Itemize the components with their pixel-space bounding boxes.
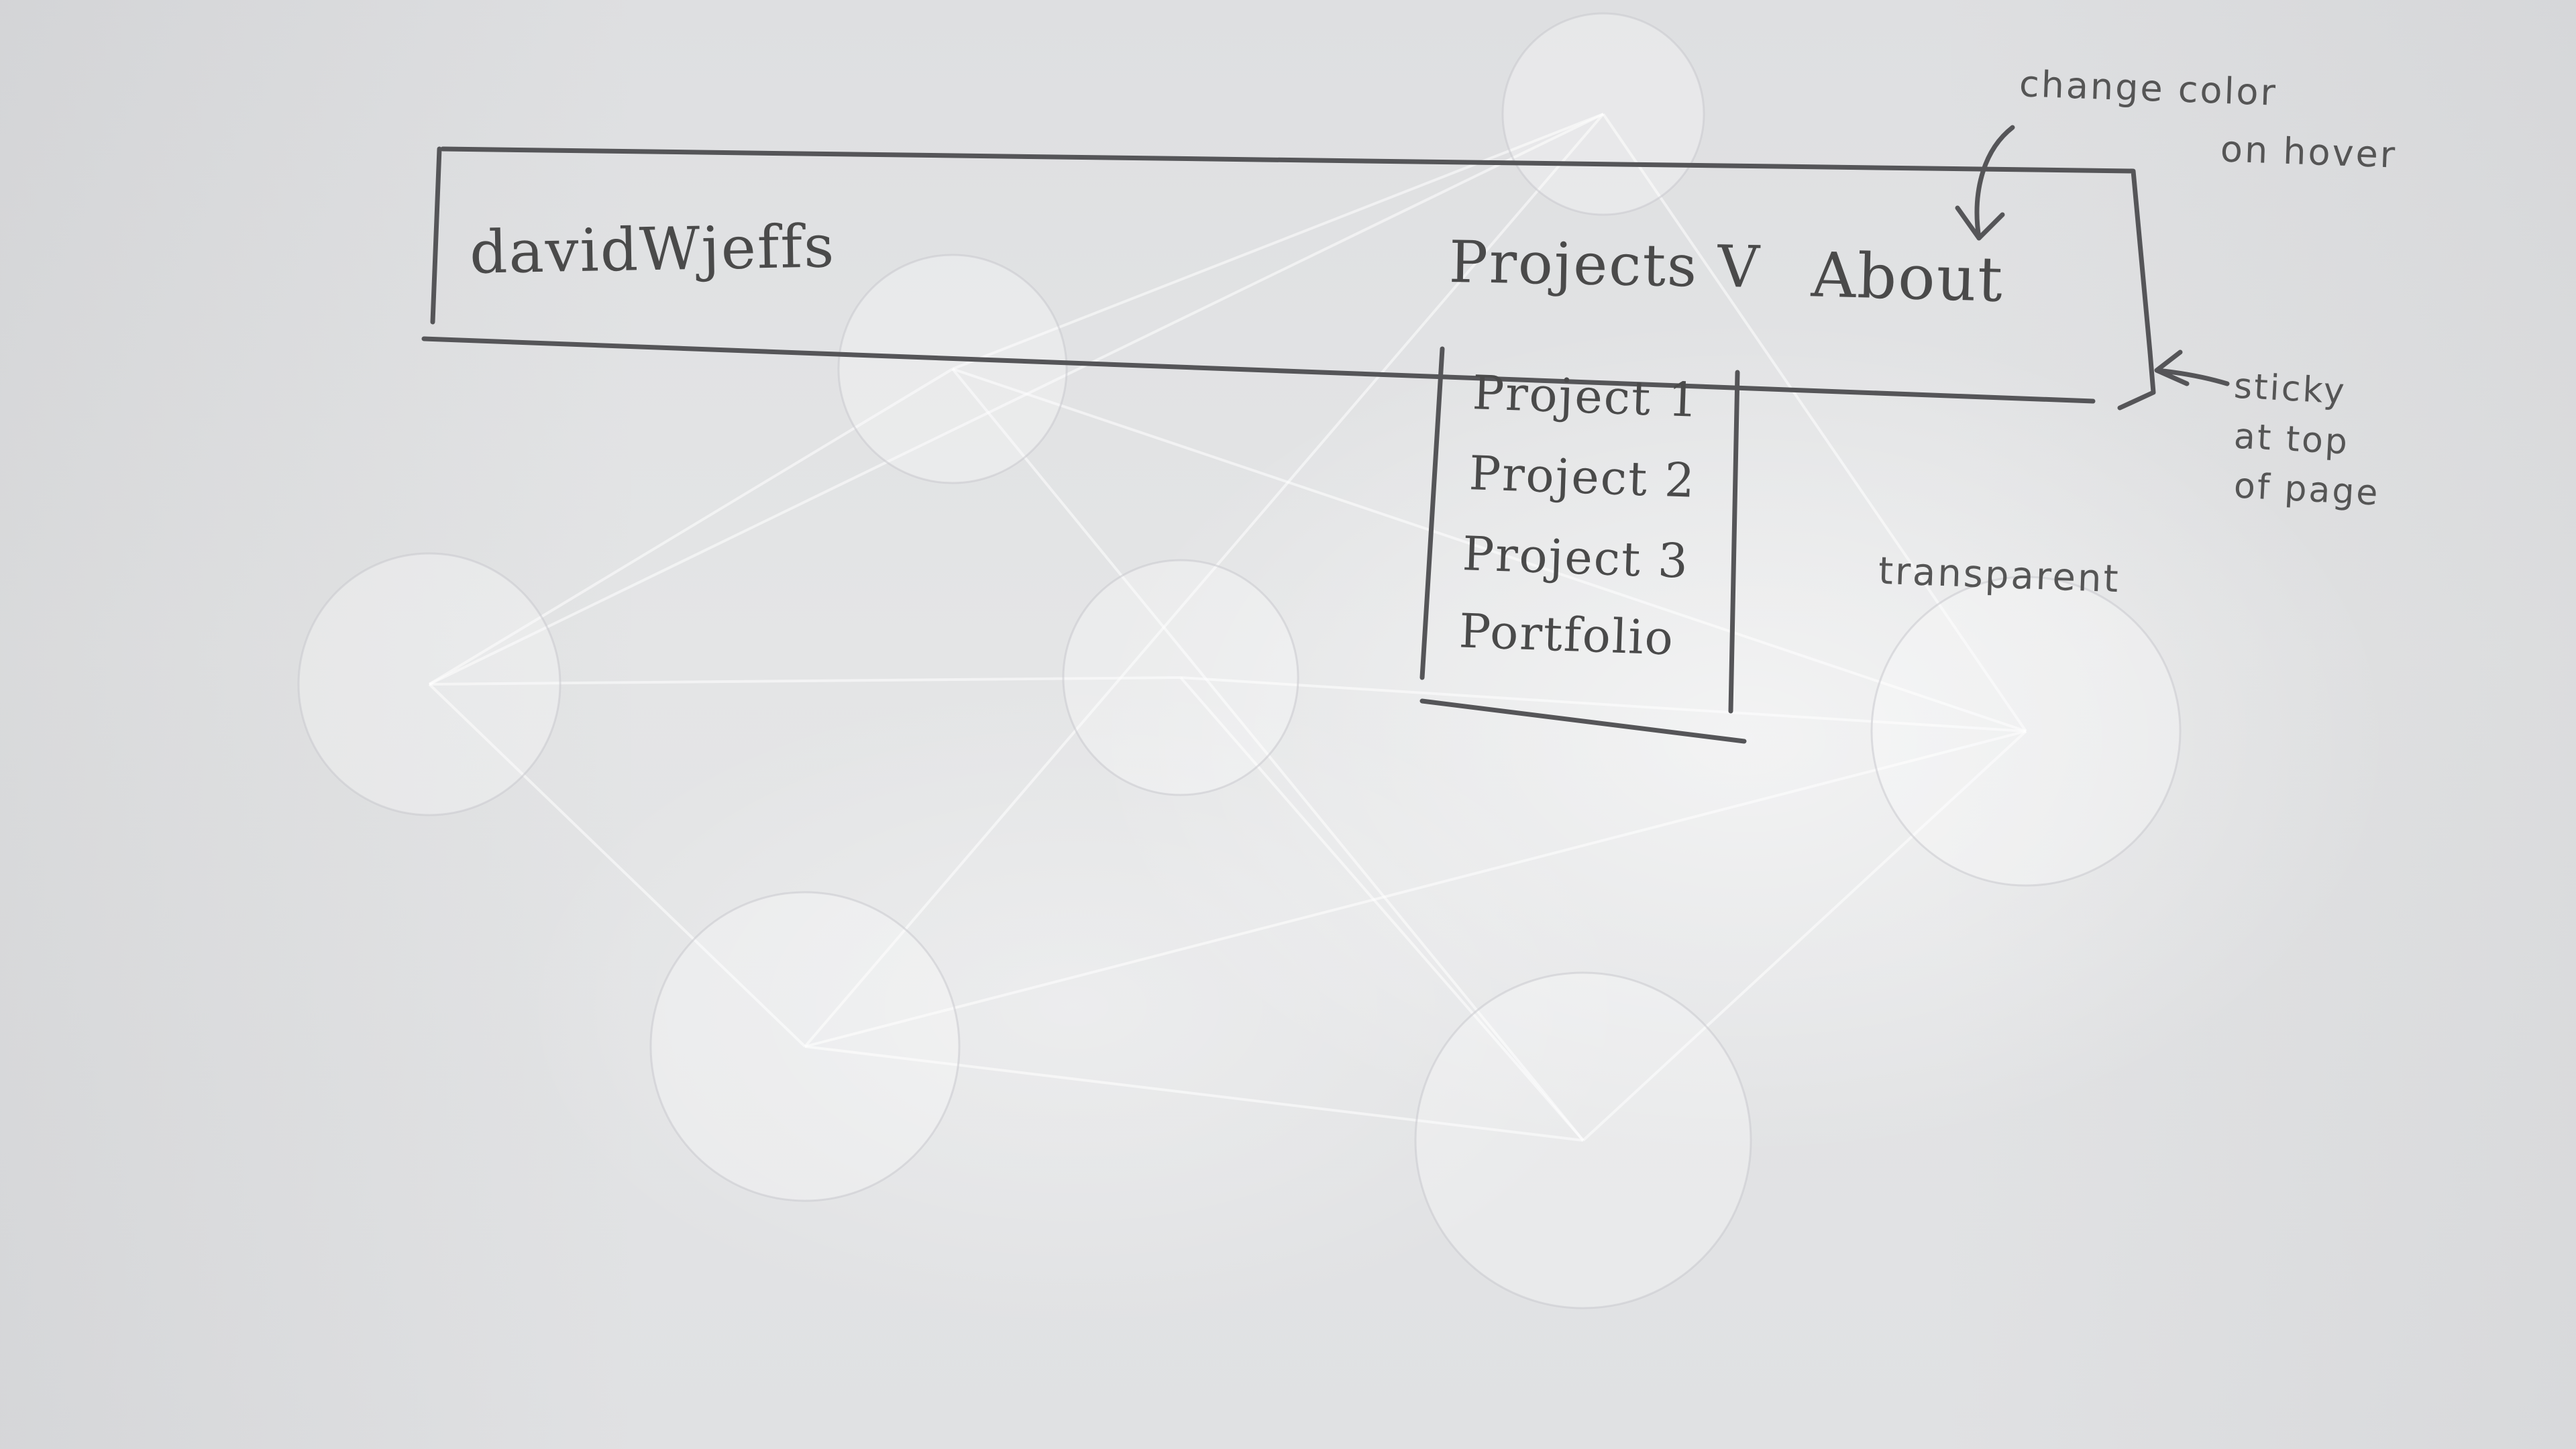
navbar-outline xyxy=(421,146,2153,404)
embossed-node xyxy=(837,254,1068,484)
embossed-node xyxy=(649,891,961,1202)
embossed-node xyxy=(1870,576,2182,887)
navbar-right-edge xyxy=(2117,350,2156,411)
embossed-node xyxy=(1062,559,1299,796)
dropdown-item-portfolio[interactable]: Portfolio xyxy=(1458,603,1676,666)
annotation-transparent: transparent xyxy=(1877,549,2121,602)
annotation-sticky: sticky xyxy=(2233,366,2348,413)
nav-about-link[interactable]: About xyxy=(1810,239,2005,316)
dropdown-item-project-2[interactable]: Project 2 xyxy=(1468,445,1697,508)
embossed-node xyxy=(297,552,561,816)
hover-note-arrow xyxy=(1955,125,2015,241)
annotation-at-top: at top xyxy=(2233,416,2351,463)
annotation-of-page: of page xyxy=(2233,466,2381,514)
dropdown-item-project-1[interactable]: Project 1 xyxy=(1471,365,1701,428)
embossed-node xyxy=(1501,12,1705,216)
sticky-note-arrow xyxy=(2154,350,2230,386)
dropdown-item-project-3[interactable]: Project 3 xyxy=(1461,526,1690,589)
embossed-node xyxy=(1414,971,1752,1309)
site-brand[interactable]: davidWjeffs xyxy=(469,211,836,287)
dropdown-panel-outline xyxy=(1419,346,1747,744)
nav-projects-dropdown[interactable]: Projects V xyxy=(1448,228,1762,302)
annotation-change-color: change color xyxy=(2019,62,2278,114)
annotation-on-hover: on hover xyxy=(2219,127,2398,176)
